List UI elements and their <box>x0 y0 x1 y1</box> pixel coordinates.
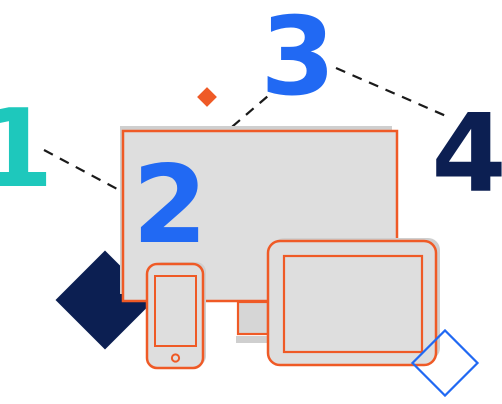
connector-2-3 <box>204 95 269 151</box>
step-number-3: 3 <box>260 0 335 120</box>
blue-outline-diamond-shape <box>410 328 480 398</box>
step-number-2: 2 <box>132 143 207 268</box>
step-number-1: 1 <box>0 87 54 212</box>
phone-icon <box>145 262 206 370</box>
dashed-connectors <box>43 66 447 199</box>
step-number-4: 4 <box>431 92 502 217</box>
tablet-icon <box>266 238 440 367</box>
small-orange-diamond-shape <box>197 87 217 107</box>
connector-3-4 <box>335 66 447 118</box>
